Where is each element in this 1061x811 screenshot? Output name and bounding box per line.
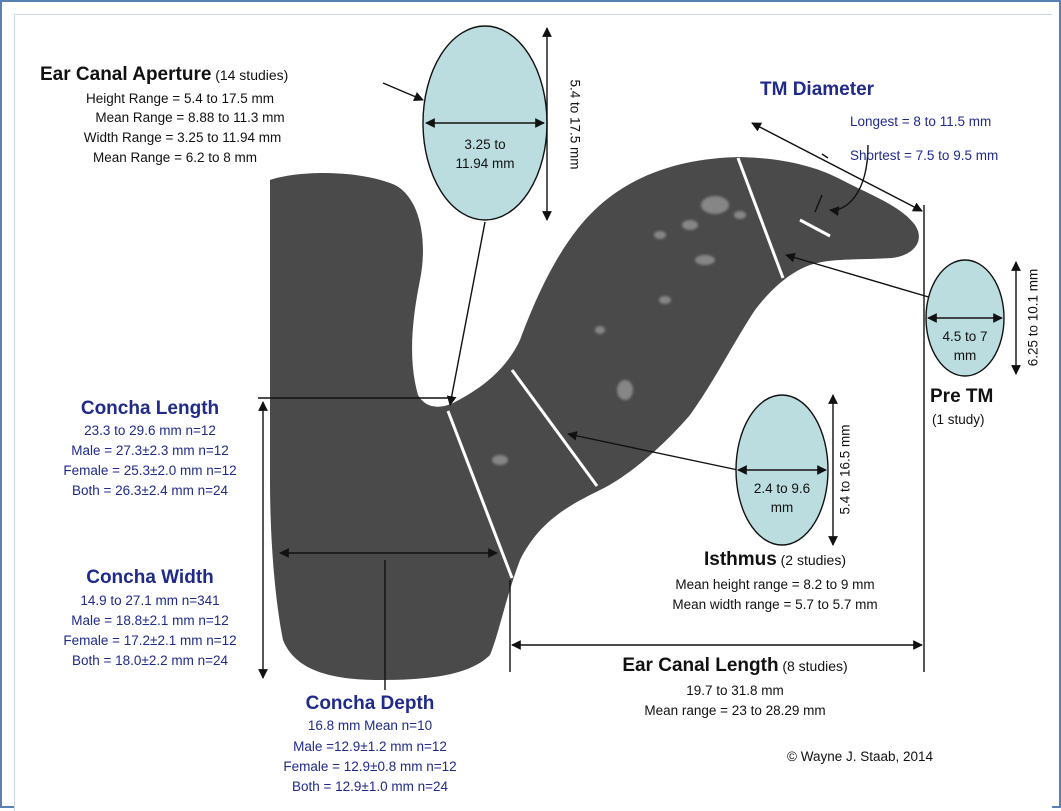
isthmus-title: Isthmus bbox=[704, 549, 777, 570]
aperture-heading: Ear Canal Aperture (14 studies) bbox=[40, 63, 288, 86]
isthmus-ellipse bbox=[736, 395, 833, 545]
isthmus-heading: Isthmus (2 studies) bbox=[615, 548, 935, 571]
pretm-width-label-2: mm bbox=[928, 346, 1002, 365]
isthmus-width-label-2: mm bbox=[738, 498, 826, 517]
canal-length-line-1: Mean range = 23 to 28.29 mm bbox=[560, 701, 910, 720]
canal-length-heading: Ear Canal Length (8 studies) bbox=[560, 654, 910, 677]
concha-length-title: Concha Length bbox=[40, 397, 260, 420]
isthmus-studies: (2 studies) bbox=[781, 552, 846, 568]
concha-length-line-3: Both = 26.3±2.4 mm n=24 bbox=[40, 481, 260, 500]
tm-title: TM Diameter bbox=[760, 78, 874, 101]
tm-longest: Longest = 8 to 11.5 mm bbox=[850, 112, 991, 131]
pretm-width-label-1: 4.5 to 7 bbox=[928, 327, 1002, 346]
isthmus-line-1: Mean width range = 5.7 to 5.7 mm bbox=[615, 595, 935, 614]
aperture-line-1: Mean Range = 8.88 to 11.3 mm bbox=[40, 108, 340, 127]
aperture-width-label-2: 11.94 mm bbox=[440, 154, 530, 173]
concha-depth-line-3: Both = 12.9±1.0 mm n=24 bbox=[255, 777, 485, 796]
pretm-studies: (1 study) bbox=[932, 410, 985, 429]
concha-width-title: Concha Width bbox=[40, 566, 260, 589]
aperture-title: Ear Canal Aperture bbox=[40, 64, 211, 85]
aperture-line-3: Mean Range = 6.2 to 8 mm bbox=[40, 148, 310, 167]
concha-length-line-1: Male = 27.3±2.3 mm n=12 bbox=[40, 441, 260, 460]
concha-depth-line-0: 16.8 mm Mean n=10 bbox=[255, 716, 485, 735]
concha-depth-line-2: Female = 12.9±0.8 mm n=12 bbox=[255, 757, 485, 776]
concha-width-line-3: Both = 18.0±2.2 mm n=24 bbox=[40, 651, 260, 670]
concha-width-line-2: Female = 17.2±2.1 mm n=12 bbox=[40, 631, 260, 650]
isthmus-height-label: 5.4 to 16.5 mm bbox=[836, 415, 855, 525]
isthmus-line-0: Mean height range = 8.2 to 9 mm bbox=[615, 575, 935, 594]
concha-width-line-0: 14.9 to 27.1 mm n=341 bbox=[40, 591, 260, 610]
pretm-height-label: 6.25 to 10.1 mm bbox=[1024, 263, 1043, 373]
canal-length-studies: (8 studies) bbox=[782, 658, 847, 674]
aperture-height-label: 5.4 to 17.5 mm bbox=[566, 70, 585, 180]
canal-length-title: Ear Canal Length bbox=[622, 655, 778, 676]
aperture-line-2: Width Range = 3.25 to 11.94 mm bbox=[40, 128, 325, 147]
concha-depth-title: Concha Depth bbox=[255, 692, 485, 715]
concha-length-line-2: Female = 25.3±2.0 mm n=12 bbox=[40, 461, 260, 480]
aperture-ellipse bbox=[423, 26, 547, 220]
tm-shortest: Shortest = 7.5 to 9.5 mm bbox=[850, 146, 998, 165]
concha-length-line-0: 23.3 to 29.6 mm n=12 bbox=[40, 421, 260, 440]
concha-depth-line-1: Male =12.9±1.2 mm n=12 bbox=[255, 737, 485, 756]
aperture-line-0: Height Range = 5.4 to 17.5 mm bbox=[40, 89, 320, 108]
pretm-title: Pre TM bbox=[930, 385, 993, 408]
canal-length-line-0: 19.7 to 31.8 mm bbox=[560, 681, 910, 700]
aperture-width-label-1: 3.25 to bbox=[440, 135, 530, 154]
aperture-studies: (14 studies) bbox=[215, 67, 288, 83]
concha-width-line-1: Male = 18.8±2.1 mm n=12 bbox=[40, 611, 260, 630]
copyright-notice: © Wayne J. Staab, 2014 bbox=[787, 747, 933, 766]
isthmus-width-label-1: 2.4 to 9.6 bbox=[738, 479, 826, 498]
